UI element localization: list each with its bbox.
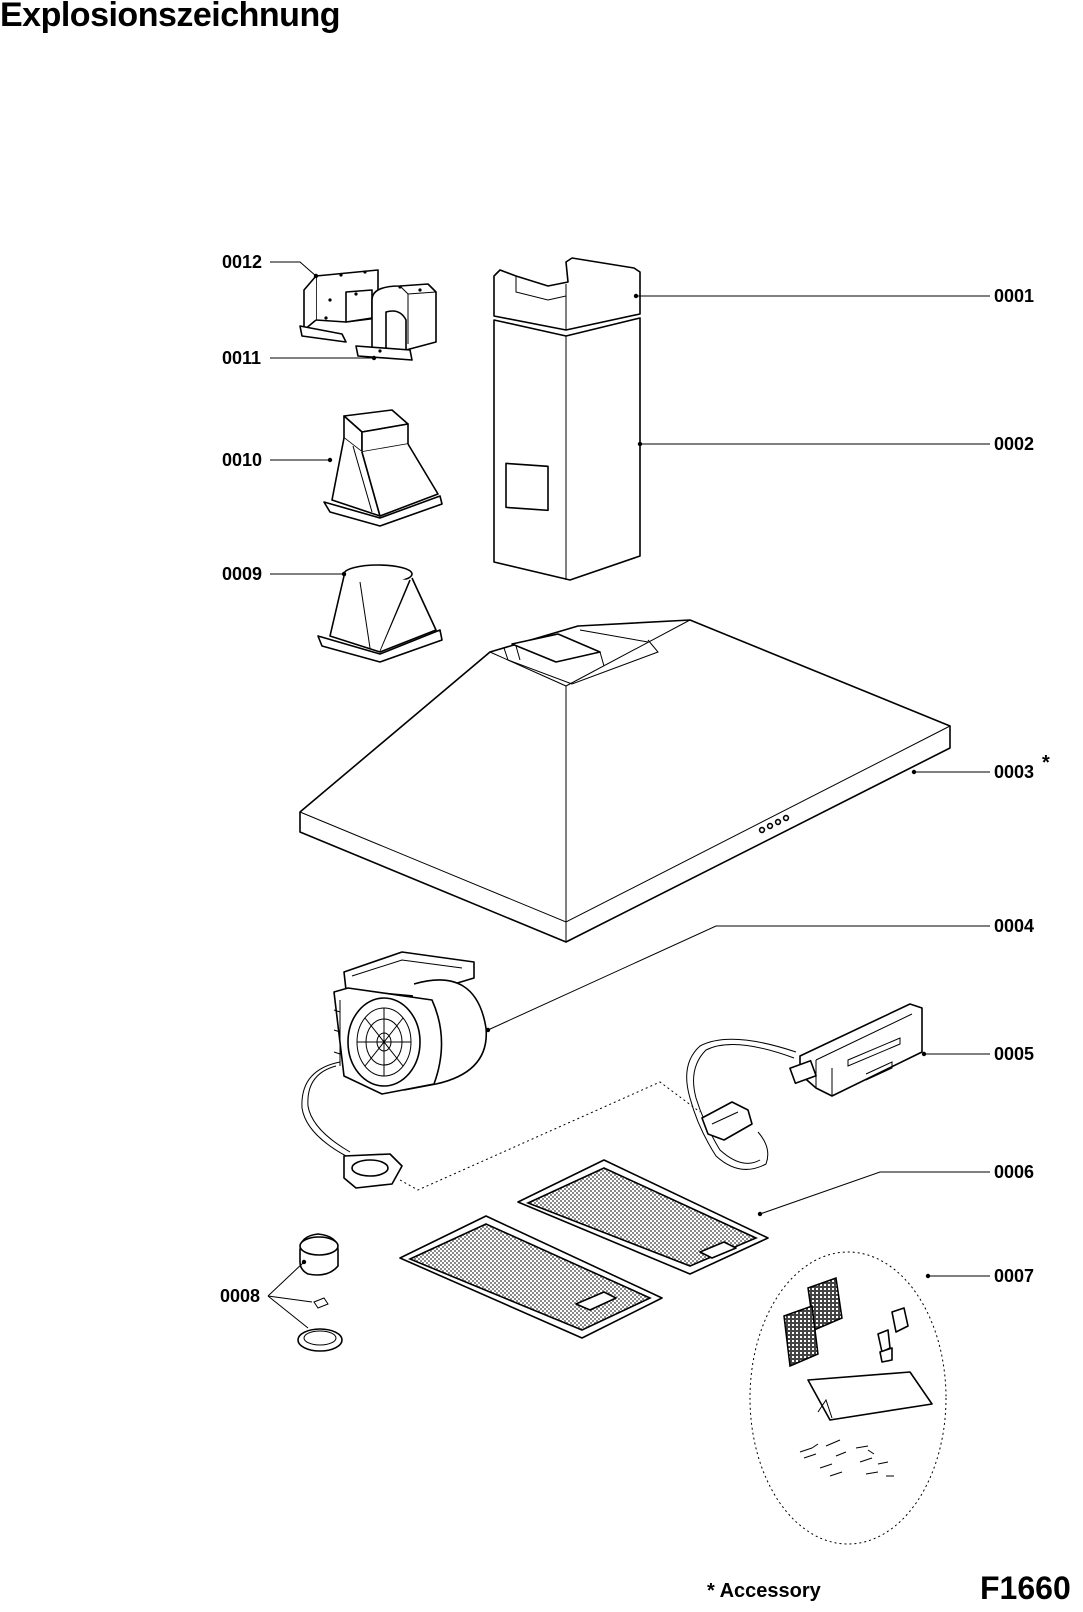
- label-0006: 0006: [994, 1162, 1035, 1182]
- accessory-note: * Accessory: [707, 1580, 821, 1602]
- part-0008-lamp-assembly: [297, 1233, 343, 1352]
- part-0002-lower-chimney: [493, 317, 641, 581]
- label-0010: 0010: [222, 450, 263, 470]
- part-0006-grease-filters: [399, 1159, 769, 1339]
- part-0012-duct-elbow: [299, 269, 379, 343]
- part-0011-duct-elbow: [355, 283, 437, 361]
- part-0007-accessory-kit: [749, 1251, 947, 1545]
- label-0011: 0011: [222, 348, 262, 368]
- drawing-code: F1660: [980, 1570, 1071, 1606]
- diagram-title: Explosionszeichnung: [0, 0, 340, 34]
- label-0008: 0008: [220, 1286, 261, 1306]
- label-0002: 0002: [994, 434, 1035, 454]
- label-0012: 0012: [222, 252, 263, 272]
- part-0004-blower-motor: [301, 951, 488, 1189]
- label-0001: 0001: [994, 286, 1035, 306]
- label-0005: 0005: [994, 1044, 1035, 1064]
- label-0004: 0004: [994, 916, 1035, 936]
- plug-connection-indicator: [399, 1081, 701, 1191]
- accessory-marker: *: [1042, 752, 1050, 774]
- part-0010-transition-rectangular: [323, 409, 443, 527]
- label-0009: 0009: [222, 564, 263, 584]
- label-0007: 0007: [994, 1266, 1035, 1286]
- part-0005-control-box: [686, 1003, 923, 1170]
- leader-lines: [267, 261, 990, 1329]
- part-0003-hood-canopy: [299, 619, 951, 943]
- label-0003: 0003: [994, 762, 1035, 782]
- part-0009-transition-round: [317, 564, 443, 663]
- part-0001-upper-chimney: [493, 257, 641, 331]
